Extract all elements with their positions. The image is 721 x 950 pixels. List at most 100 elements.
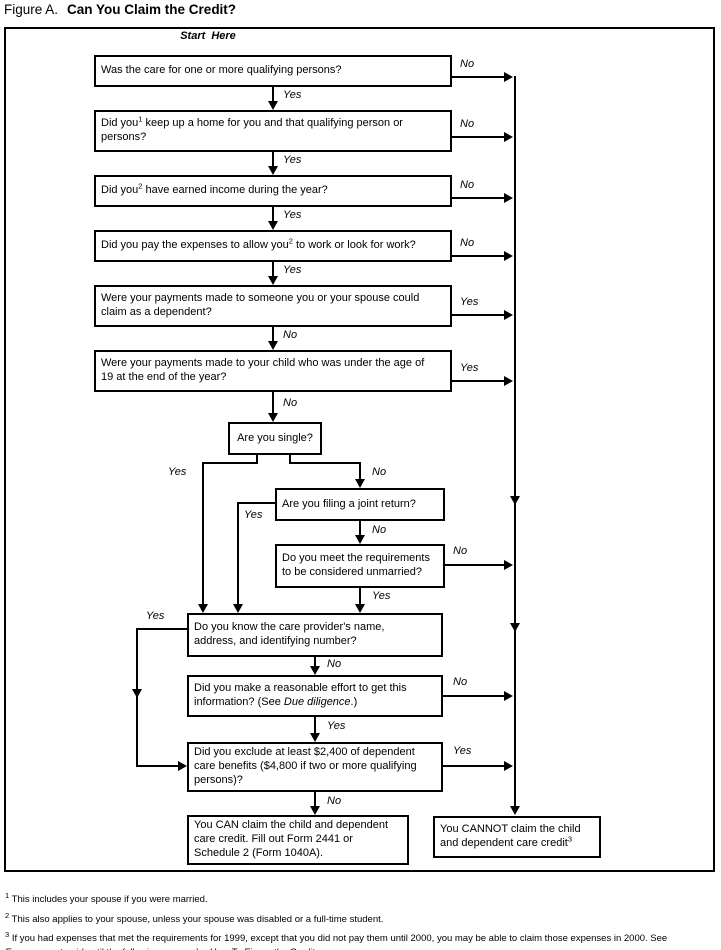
arrowhead-down xyxy=(310,733,320,742)
label-joint-no: No xyxy=(372,524,387,536)
flow-line xyxy=(272,207,274,222)
question-box-are-you-single: Are you single? xyxy=(228,422,322,455)
collector-line xyxy=(514,76,516,806)
label-q5-no: No xyxy=(283,329,298,341)
arrowhead-down xyxy=(355,479,365,488)
footnote-3: 3 If you had expenses that met the requi… xyxy=(5,919,713,950)
question-box-considered-unmarried: Do you meet the requirements to be consi… xyxy=(275,544,445,588)
flow-line xyxy=(443,695,504,697)
label-single-yes: Yes xyxy=(168,466,187,478)
question-box-keep-up-home: Did you1 keep up a home for you and that… xyxy=(94,110,452,152)
arrowhead-down xyxy=(310,806,320,815)
label-q6-no: No xyxy=(283,397,298,409)
flow-line xyxy=(237,502,239,604)
footnote-2: 2 This also applies to your spouse, unle… xyxy=(5,900,713,927)
arrowhead-down xyxy=(268,101,278,110)
flow-line xyxy=(359,462,361,479)
label-q2-yes: Yes xyxy=(283,154,302,166)
flow-line xyxy=(272,327,274,342)
arrowhead-down xyxy=(268,276,278,285)
figure-label: Figure A. xyxy=(4,2,59,17)
arrowhead-right xyxy=(504,376,513,386)
label-q2-no: No xyxy=(460,118,475,130)
flow-line xyxy=(314,792,316,806)
question-box-earned-income: Did you2 have earned income during the y… xyxy=(94,175,452,207)
label-q3-yes: Yes xyxy=(283,209,302,221)
footnote-ref-2: 2 xyxy=(138,181,143,191)
flow-line xyxy=(136,765,178,767)
question-text: Are you filing a joint return? xyxy=(282,497,416,510)
question-text: Did you make a reasonable effort to get … xyxy=(194,682,407,708)
label-effort-no: No xyxy=(453,676,468,688)
question-box-qualifying-persons: Was the care for one or more qualifying … xyxy=(94,55,452,87)
label-provider-yes: Yes xyxy=(146,610,165,622)
question-text: Are you single? xyxy=(237,431,313,444)
figure-title: Figure A. Can You Claim the Credit? xyxy=(4,2,236,17)
footnote-marker: 1 xyxy=(5,891,10,901)
label-provider-no: No xyxy=(327,658,342,670)
footnote-marker: 3 xyxy=(5,930,10,940)
flow-line xyxy=(452,380,504,382)
flow-line xyxy=(272,262,274,277)
arrowhead-right xyxy=(504,251,513,261)
question-text: Was the care for one or more qualifying … xyxy=(101,64,342,77)
question-text: Did you1 keep up a home for you and that… xyxy=(101,114,403,143)
flow-line xyxy=(443,765,504,767)
footnote-text: This includes your spouse if you were ma… xyxy=(11,894,208,906)
label-joint-yes: Yes xyxy=(244,509,263,521)
label-q5-yes: Yes xyxy=(460,296,479,308)
flow-line xyxy=(256,455,258,464)
question-text: Do you know the care provider's name, ad… xyxy=(194,621,385,647)
label-q1-yes: Yes xyxy=(283,89,302,101)
flow-line xyxy=(314,717,316,733)
arrowhead-down xyxy=(510,496,520,505)
arrowhead-down xyxy=(268,341,278,350)
footnote-marker: 2 xyxy=(5,911,10,921)
arrowhead-right xyxy=(504,560,513,570)
due-diligence-reference: Due diligence xyxy=(283,696,351,708)
label-q6-yes: Yes xyxy=(460,362,479,374)
result-box-can-claim: You CAN claim the child and dependent ca… xyxy=(187,815,409,865)
label-q4-yes: Yes xyxy=(283,264,302,276)
arrowhead-down xyxy=(233,604,243,613)
question-box-provider-info: Do you know the care provider's name, ad… xyxy=(187,613,443,657)
start-here-label: Start Here xyxy=(180,30,236,42)
label-effort-yes: Yes xyxy=(327,720,346,732)
result-text: You CAN claim the child and dependent ca… xyxy=(194,819,389,859)
question-text: Do you meet the requirements to be consi… xyxy=(282,552,430,578)
question-box-expenses-to-work: Did you pay the expenses to allow you2 t… xyxy=(94,230,452,262)
label-unmarried-yes: Yes xyxy=(372,590,391,602)
flow-line xyxy=(289,462,361,464)
arrowhead-down xyxy=(268,413,278,422)
arrowhead-down xyxy=(355,535,365,544)
flow-line xyxy=(452,197,504,199)
question-text: Were your payments made to someone you o… xyxy=(101,292,420,318)
flow-line xyxy=(452,136,504,138)
flow-line xyxy=(452,255,504,257)
flow-line xyxy=(314,657,316,666)
footnote-text: This also applies to your spouse, unless… xyxy=(11,914,384,926)
question-box-payments-dependent: Were your payments made to someone you o… xyxy=(94,285,452,327)
arrowhead-down xyxy=(198,604,208,613)
flow-line xyxy=(445,564,504,566)
flow-line xyxy=(272,392,274,414)
arrowhead-right xyxy=(178,761,187,771)
label-unmarried-no: No xyxy=(453,545,468,557)
arrowhead-down xyxy=(268,221,278,230)
flow-line xyxy=(289,455,291,464)
figure-heading: Can You Claim the Credit? xyxy=(67,2,237,17)
flow-line xyxy=(136,628,187,630)
flow-line xyxy=(237,502,277,504)
label-exclude-no: No xyxy=(327,795,342,807)
flow-line xyxy=(202,462,204,604)
label-exclude-yes: Yes xyxy=(453,745,472,757)
result-text: You CANNOT claim the child and dependent… xyxy=(440,823,581,849)
question-text: Did you2 have earned income during the y… xyxy=(101,181,328,197)
footnote-ref-1: 1 xyxy=(138,114,143,124)
arrowhead-down xyxy=(510,806,520,815)
arrowhead-down xyxy=(310,666,320,675)
question-box-payments-child-under-19: Were your payments made to your child wh… xyxy=(94,350,452,392)
result-box-cannot-claim: You CANNOT claim the child and dependent… xyxy=(433,816,601,858)
label-q4-no: No xyxy=(460,237,475,249)
